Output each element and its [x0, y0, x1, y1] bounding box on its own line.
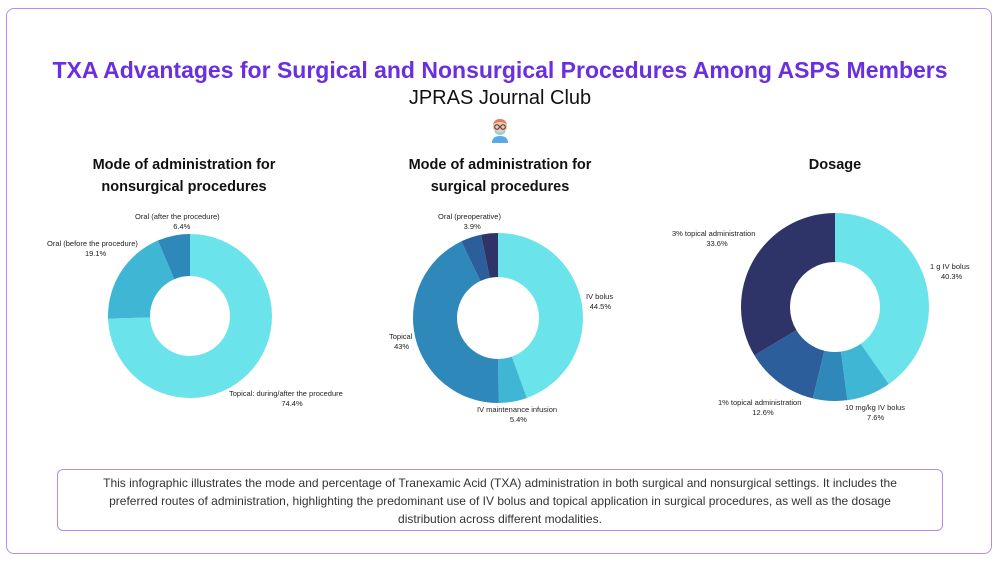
pie-slice — [108, 240, 175, 319]
slice-value-label: 43% — [394, 342, 409, 351]
pie-slice — [461, 234, 490, 282]
description-text: This infographic illustrates the mode an… — [103, 476, 897, 526]
slice-label: Topical — [389, 332, 413, 341]
pie-slice — [498, 233, 584, 398]
chart-title-surgical: Mode of administration for surgical proc… — [408, 157, 592, 195]
donut-chart-nonsurgical: Topical: during/after the procedure74.4%… — [47, 212, 343, 408]
slice-label: IV bolus — [586, 292, 613, 301]
slice-value-label: 7.6% — [867, 413, 884, 422]
slice-label: 1 g IV bolus — [930, 262, 970, 271]
slice-label: Oral (after the procedure) — [135, 212, 220, 221]
slice-value-label: 33.6% — [706, 239, 728, 248]
slice-value-label: 6.4% — [173, 222, 190, 231]
pie-slice — [108, 234, 273, 398]
slice-value-label: 12.6% — [752, 408, 774, 417]
slice-value-label: 5.4% — [510, 415, 527, 424]
slice-value-label: 40.3% — [941, 272, 963, 281]
slice-value-label: 74.4% — [281, 399, 303, 408]
slice-label: Topical: during/after the procedure — [229, 389, 343, 398]
page-title: TXA Advantages for Surgical and Nonsurgi… — [52, 57, 948, 83]
slice-label: Oral (preoperative) — [438, 212, 501, 221]
slice-value-label: 3.9% — [464, 222, 481, 231]
pie-slice — [840, 343, 889, 401]
pie-slice — [481, 233, 498, 278]
pie-slice — [754, 330, 825, 399]
pie-slice — [741, 213, 835, 356]
slice-label: 1% topical administration — [718, 398, 801, 407]
doctor-avatar-icon — [492, 119, 508, 143]
infographic-frame — [6, 8, 992, 554]
slice-label: IV maintenance infusion — [477, 405, 557, 414]
slice-value-label: 19.1% — [85, 249, 107, 258]
page-subtitle: JPRAS Journal Club — [408, 87, 592, 109]
pie-slice — [835, 213, 929, 385]
slice-value-label: 44.5% — [590, 302, 612, 311]
slice-label: 3% topical administration — [672, 229, 755, 238]
description-box: This infographic illustrates the mode an… — [57, 469, 943, 531]
pie-slice — [812, 350, 848, 401]
slice-label: Oral (before the procedure) — [47, 239, 138, 248]
chart-title-dosage: Dosage — [808, 157, 862, 173]
pie-slice — [498, 356, 527, 403]
slice-label: 10 mg/kg IV bolus — [845, 403, 905, 412]
pie-slice — [412, 241, 499, 403]
chart-title-nonsurgical: Mode of administration for nonsurgical p… — [92, 157, 276, 195]
pie-slice — [157, 234, 190, 280]
